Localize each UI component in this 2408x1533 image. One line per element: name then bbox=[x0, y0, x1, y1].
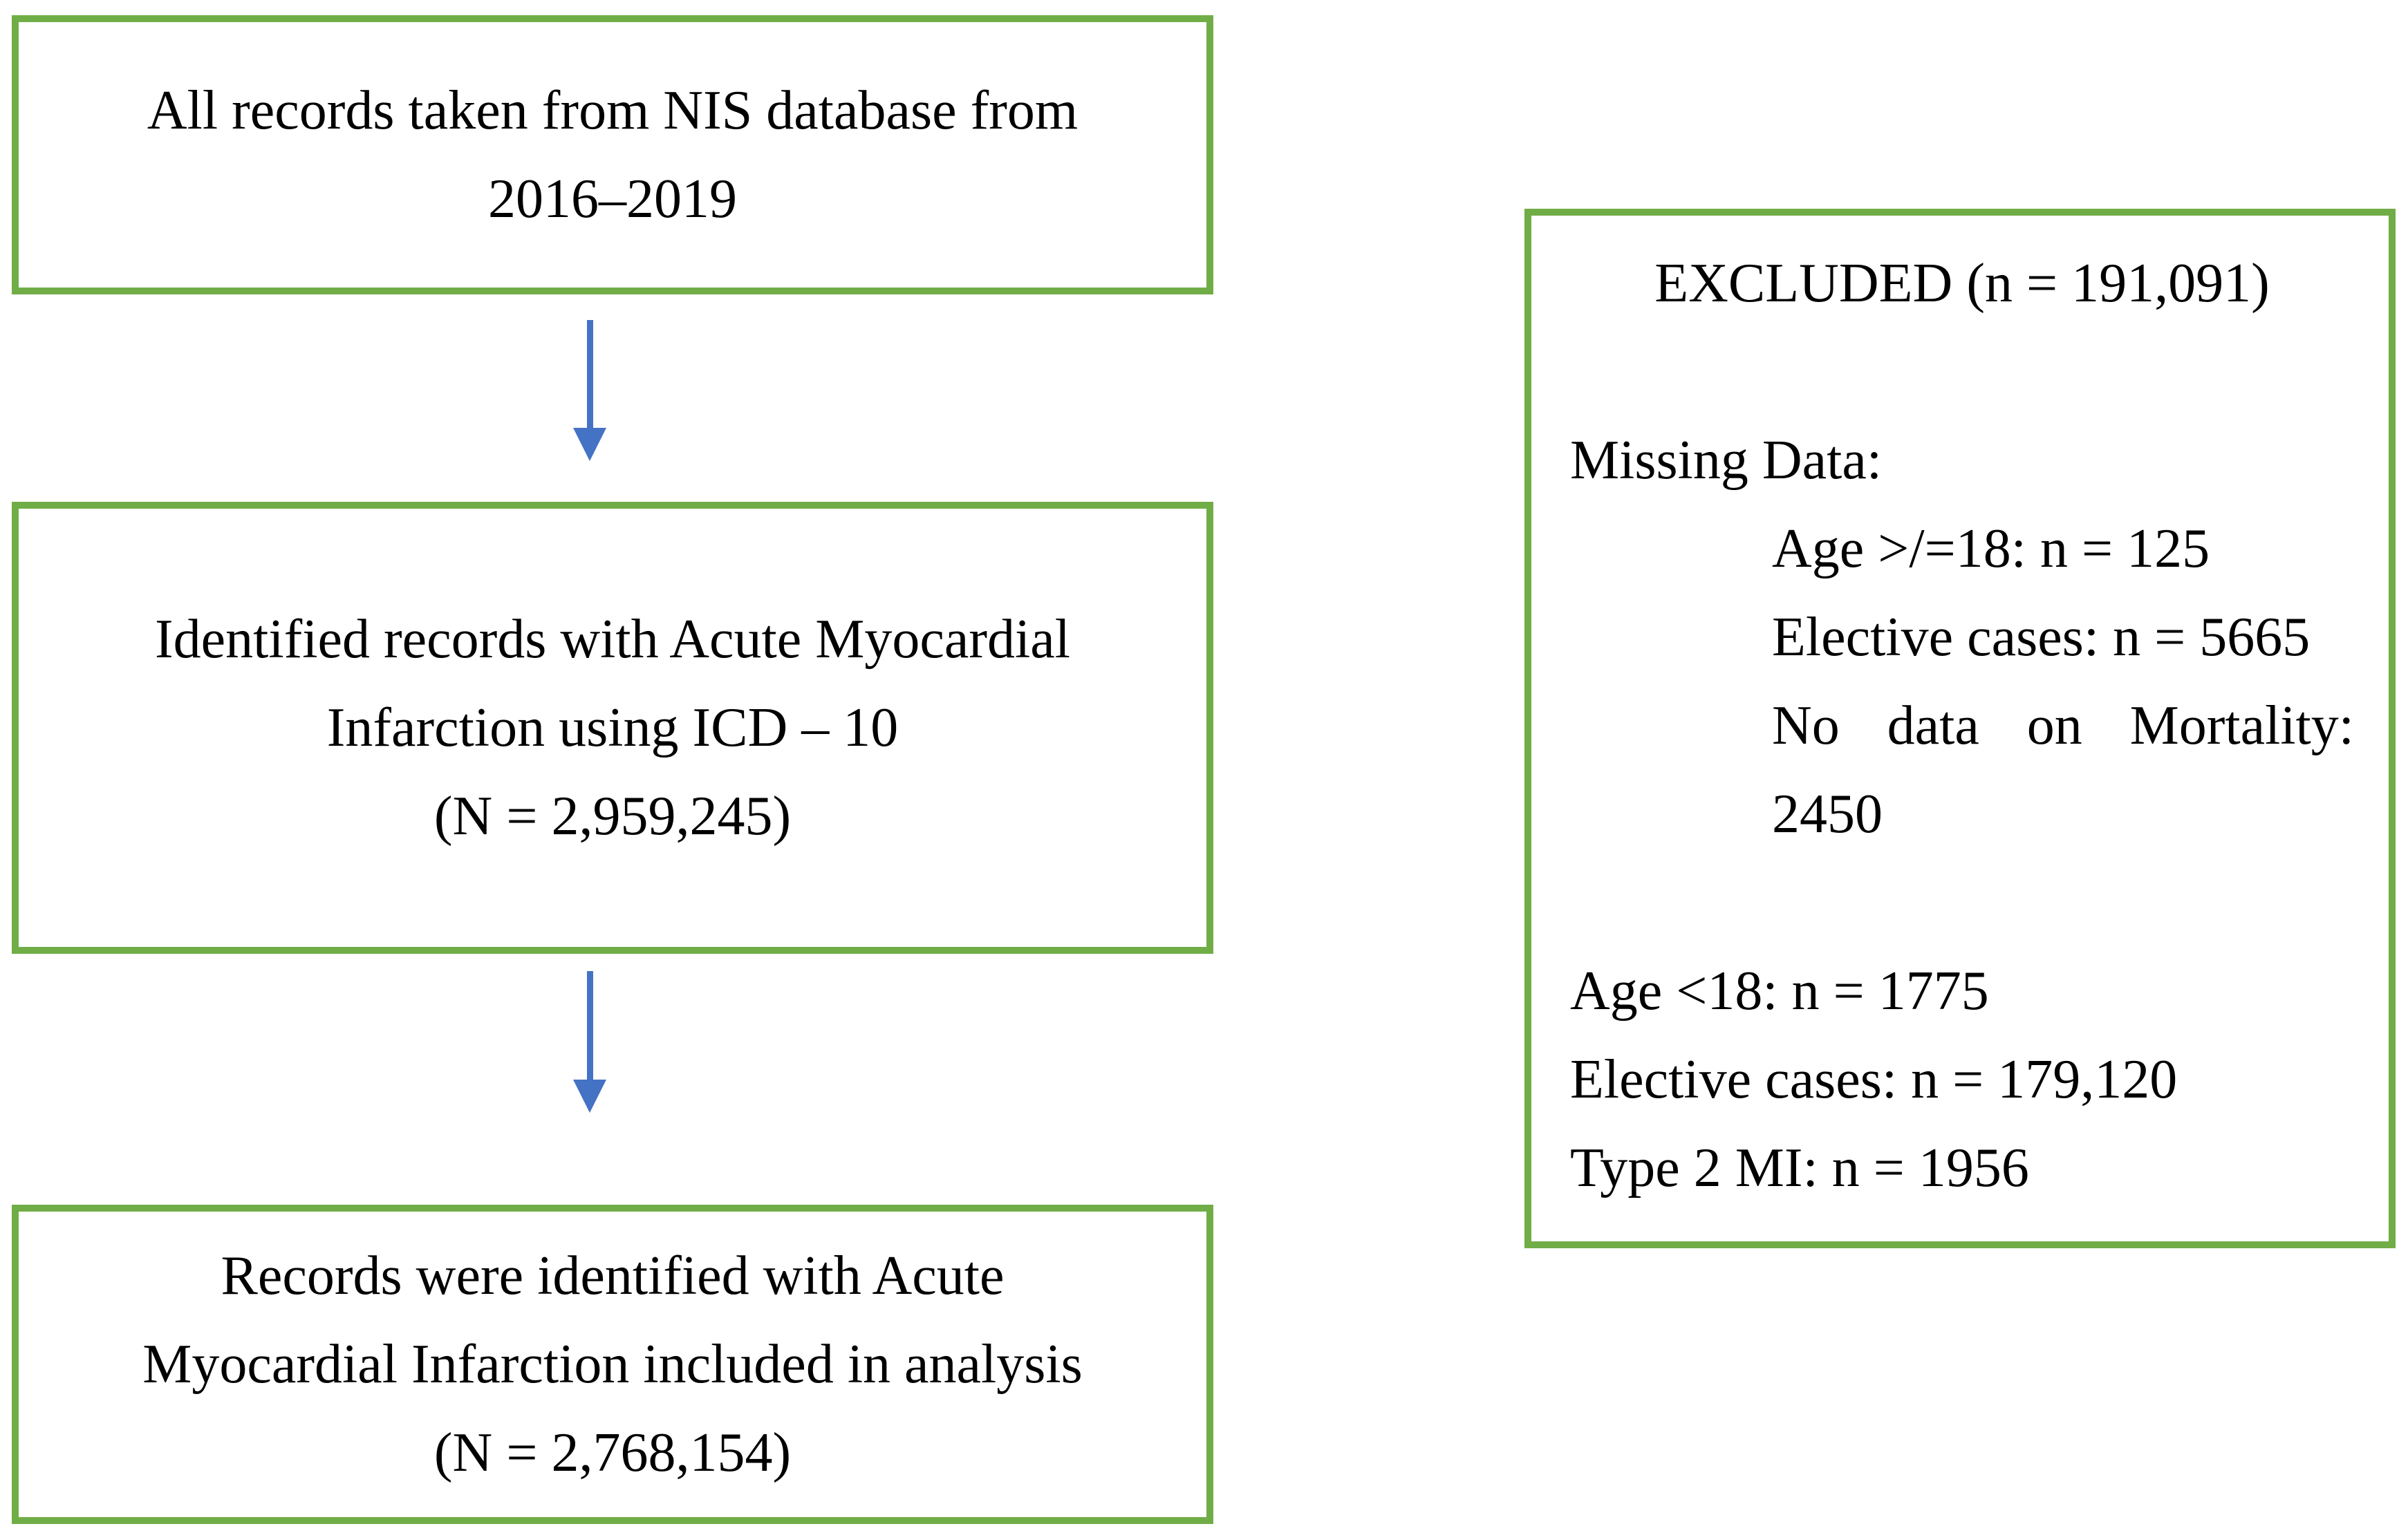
box-identified-records-line-2: Infarction using ICD – 10 bbox=[326, 697, 899, 758]
box-all-records-line-2: 2016–2019 bbox=[488, 169, 737, 229]
excluded-item-age-under-18: Age <18: n = 1775 bbox=[1570, 961, 1989, 1022]
box-included-records-line-2: Myocardial Infarction included in analys… bbox=[142, 1334, 1083, 1395]
excluded-item-type-2-mi: Type 2 MI: n = 1956 bbox=[1570, 1138, 2029, 1198]
excluded-missing-item-mortality-value: 2450 bbox=[1772, 784, 1883, 845]
box-identified-records-line-1: Identified records with Acute Myocardial bbox=[155, 609, 1070, 670]
down-arrow-2-head-icon bbox=[573, 1080, 606, 1113]
excluded-item-elective-cases: Elective cases: n = 179,120 bbox=[1570, 1049, 2178, 1110]
box-all-records: All records taken from NIS database from… bbox=[12, 15, 1213, 294]
box-all-records-line-1: All records taken from NIS database from bbox=[147, 80, 1079, 141]
excluded-missing-item-mortality: No data on Mortality: bbox=[1772, 695, 2354, 756]
box-included-records-line-1: Records were identified with Acute bbox=[221, 1245, 1005, 1306]
down-arrow-1-head-icon bbox=[573, 428, 606, 461]
excluded-title: EXCLUDED (n = 191,091) bbox=[1654, 253, 2270, 314]
excluded-missing-data-label: Missing Data: bbox=[1570, 430, 1883, 491]
box-included-records-line-3: (N = 2,768,154) bbox=[433, 1422, 792, 1483]
box-identified-records: Identified records with Acute Myocardial… bbox=[12, 502, 1213, 954]
excluded-spacer-1 bbox=[1570, 328, 2354, 416]
down-arrow-2-shaft bbox=[587, 971, 593, 1081]
box-identified-records-line-3: (N = 2,959,245) bbox=[433, 786, 792, 847]
excluded-spacer-2 bbox=[1570, 858, 2354, 947]
excluded-missing-item-age: Age >/=18: n = 125 bbox=[1772, 518, 2210, 579]
excluded-missing-item-elective: Elective cases: n = 5665 bbox=[1772, 607, 2311, 668]
down-arrow-1-shaft bbox=[587, 320, 593, 429]
box-excluded: EXCLUDED (n = 191,091) Missing Data: Age… bbox=[1524, 209, 2396, 1248]
box-included-records: Records were identified with Acute Myoca… bbox=[12, 1205, 1213, 1524]
